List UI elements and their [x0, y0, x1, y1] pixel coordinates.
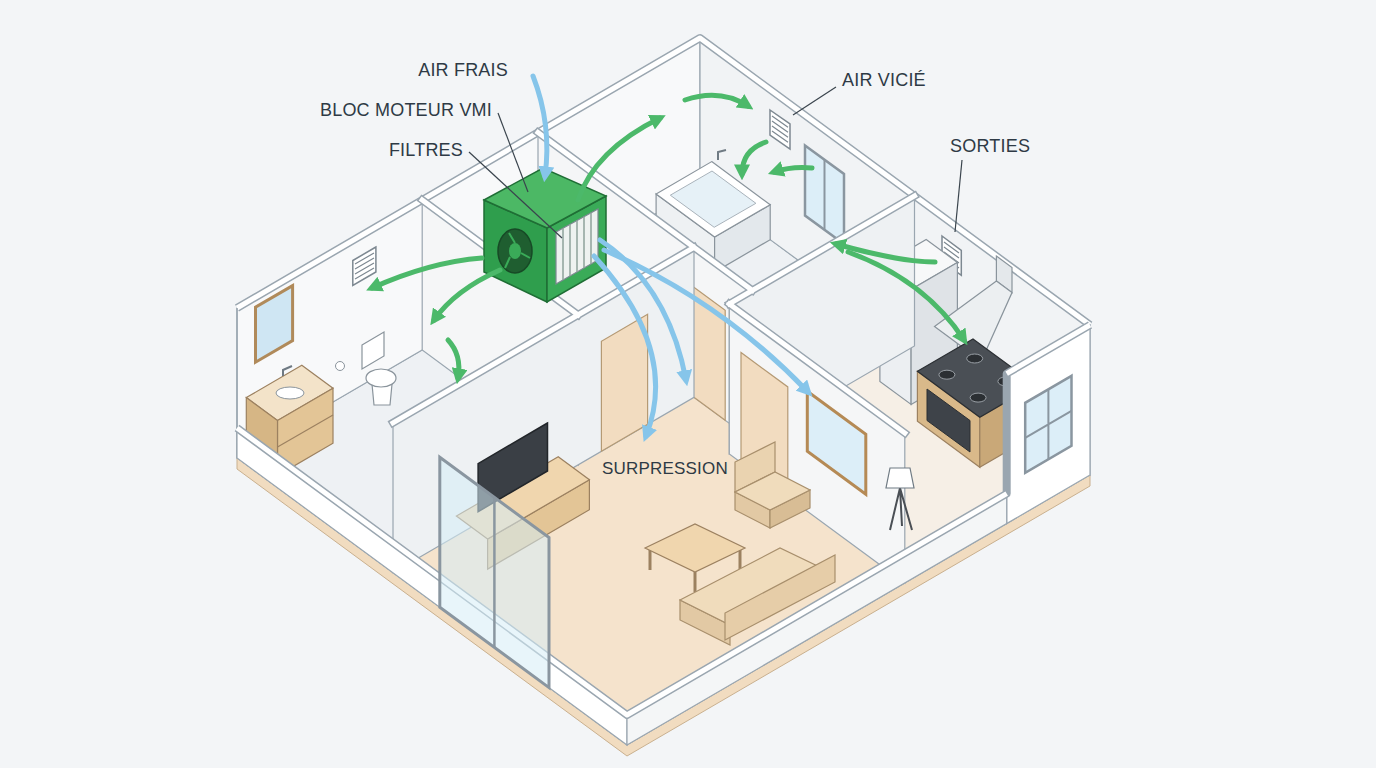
- callout-label: AIR VICIÉ: [842, 70, 926, 91]
- fan: [498, 229, 532, 273]
- wall-top: [237, 428, 1007, 715]
- window-mullion: [1025, 389, 1071, 459]
- wall-top-outline: [237, 325, 1090, 715]
- armchair-seat: [735, 472, 810, 510]
- vent-grille: [353, 247, 376, 286]
- leader-line: [955, 160, 962, 232]
- toilet-paper: [336, 362, 345, 371]
- exhaust-arrow: [742, 142, 766, 174]
- basin: [276, 387, 304, 399]
- door: [601, 314, 647, 451]
- vent-slats: [772, 116, 788, 142]
- glass-door-frame: [493, 497, 496, 647]
- wall-picture: [807, 391, 866, 494]
- lamp-stand: [890, 488, 912, 530]
- vmi-unit: [484, 168, 606, 302]
- callout-label: SORTIES: [950, 136, 1030, 157]
- window: [1025, 376, 1071, 473]
- tub-basin: [670, 171, 756, 227]
- vent-grille: [770, 110, 790, 149]
- coffee-table: [645, 524, 745, 572]
- fresh-air-arrow: [533, 76, 547, 176]
- exhaust-arrow: [848, 252, 964, 340]
- faucet: [283, 366, 292, 376]
- leader-line: [469, 152, 562, 238]
- leader-line: [793, 87, 836, 115]
- airflow: [372, 76, 964, 436]
- glass-door: [440, 457, 549, 687]
- callout-label: SURPRESSION: [598, 458, 732, 480]
- vent-slats: [355, 253, 374, 279]
- exhaust-arrow: [578, 118, 660, 200]
- leader-lines: [469, 87, 962, 238]
- exhaust-arrow: [685, 95, 748, 106]
- drawer-line: [278, 415, 334, 447]
- tub-top: [656, 162, 770, 238]
- callout-label: BLOC MOTEUR VMI: [320, 100, 492, 121]
- supply-arrow: [594, 256, 656, 436]
- toilet-bowl: [366, 369, 396, 387]
- fan-hub: [509, 243, 521, 259]
- leader-line: [498, 113, 528, 192]
- wall-top: [1007, 325, 1090, 374]
- exhaust-arrow: [448, 340, 459, 378]
- callout-label: AIR FRAIS: [418, 60, 508, 81]
- kitchen-outer-wall: [1007, 325, 1090, 524]
- filter: [556, 209, 598, 284]
- window: [805, 146, 844, 245]
- floor: [237, 188, 1090, 745]
- window-mullion: [824, 160, 826, 230]
- callout-label: FILTRES: [389, 140, 463, 161]
- burner: [967, 354, 983, 363]
- burner: [970, 393, 986, 402]
- mirror: [256, 286, 293, 363]
- filter-pleats: [563, 213, 591, 280]
- burner: [939, 370, 955, 379]
- fan-blades: [505, 233, 530, 268]
- supply-arrow: [604, 250, 808, 392]
- exhaust-arrow: [372, 258, 482, 288]
- floor-group: [237, 188, 1090, 756]
- toilet-tank: [362, 332, 384, 369]
- supply-arrow: [600, 240, 686, 380]
- faucet: [718, 150, 726, 160]
- front-walls: [237, 325, 1090, 745]
- exhaust-arrow: [774, 168, 812, 173]
- lamp-shade: [886, 468, 914, 488]
- exhaust-arrow: [434, 270, 500, 320]
